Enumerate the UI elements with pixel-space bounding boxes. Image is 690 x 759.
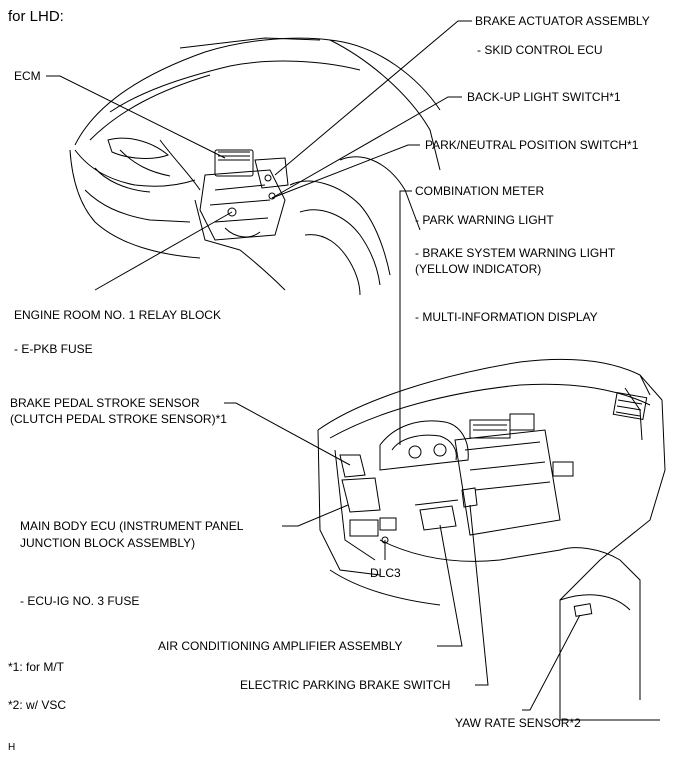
leader-engine-relay xyxy=(94,211,233,291)
label-brake-pedal-sensor: BRAKE PEDAL STROKE SENSOR xyxy=(10,396,200,410)
label-yaw-rate: YAW RATE SENSOR*2 xyxy=(455,716,581,730)
label-ecm: ECM xyxy=(14,69,41,83)
label-dlc3: DLC3 xyxy=(370,566,401,580)
label-epkb-fuse: - E-PKB FUSE xyxy=(14,342,93,356)
leader-epb-switch xyxy=(469,504,489,686)
label-junction-block: JUNCTION BLOCK ASSEMBLY) xyxy=(20,536,196,550)
leader-brake-actuator xyxy=(274,20,472,176)
label-yellow-indicator: (YELLOW INDICATOR) xyxy=(415,262,542,276)
label-parking-brake-switch: ELECTRIC PARKING BRAKE SWITCH xyxy=(240,678,451,692)
car-front-drawing xyxy=(69,37,441,296)
illustration-code: H xyxy=(8,742,16,753)
label-main-body-ecu: MAIN BODY ECU (INSTRUMENT PANEL xyxy=(20,519,244,533)
leader-brake-pedal xyxy=(224,402,351,466)
leader-yaw-rate xyxy=(522,614,581,711)
footnote-2: *2: w/ VSC xyxy=(8,698,67,712)
footnote-1: *1: for M/T xyxy=(8,660,65,674)
label-multi-info: - MULTI-INFORMATION DISPLAY xyxy=(415,310,598,324)
label-ac-amplifier: AIR CONDITIONING AMPLIFIER ASSEMBLY xyxy=(158,639,403,653)
label-ecu-ig-fuse: - ECU-IG NO. 3 FUSE xyxy=(20,594,140,608)
leader-ac-amp xyxy=(437,524,463,647)
label-combination-meter: COMBINATION METER xyxy=(415,184,545,198)
label-backup-light: BACK-UP LIGHT SWITCH*1 xyxy=(467,90,621,104)
leader-ecm xyxy=(46,75,226,159)
leader-lines xyxy=(46,20,581,711)
label-brake-actuator: BRAKE ACTUATOR ASSEMBLY xyxy=(475,14,650,28)
dashboard-drawing xyxy=(317,358,666,721)
label-park-neutral: PARK/NEUTRAL POSITION SWITCH*1 xyxy=(425,138,639,152)
leader-main-body xyxy=(282,504,349,527)
label-skid-control: - SKID CONTROL ECU xyxy=(477,43,603,57)
leader-combination-meter xyxy=(399,190,412,445)
label-engine-relay: ENGINE ROOM NO. 1 RELAY BLOCK xyxy=(14,308,221,322)
leader-backup-light xyxy=(271,96,462,199)
label-brake-system-warning: - BRAKE SYSTEM WARNING LIGHT xyxy=(415,246,616,260)
label-clutch-pedal-sensor: (CLUTCH PEDAL STROKE SENSOR)*1 xyxy=(10,412,227,426)
label-park-warning: - PARK WARNING LIGHT xyxy=(415,213,554,227)
leader-park-neutral xyxy=(271,144,420,199)
diagram-title: for LHD: xyxy=(8,8,64,25)
